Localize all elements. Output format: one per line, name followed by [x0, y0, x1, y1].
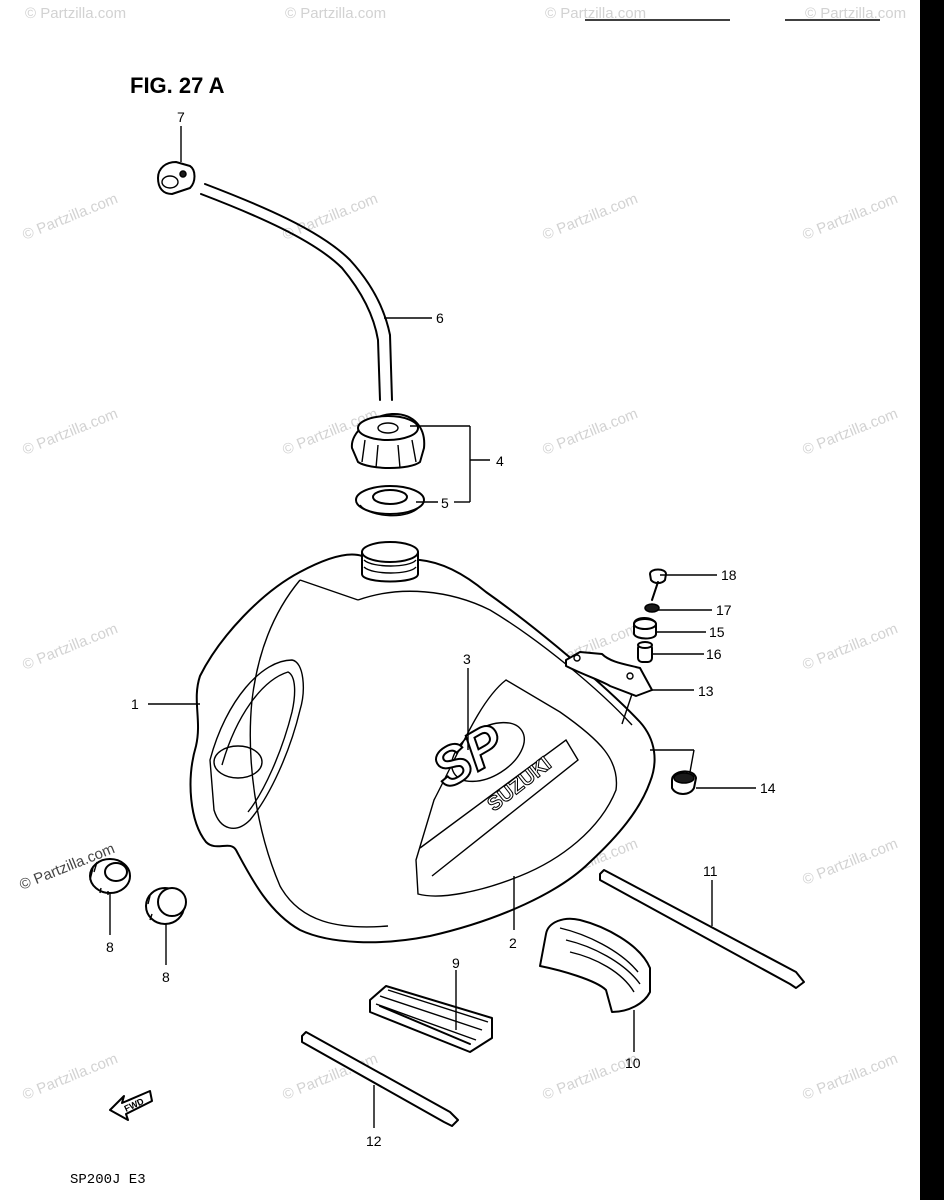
fwd-arrow-icon: FWD — [109, 1090, 153, 1121]
callout-5: 5 — [441, 495, 449, 511]
part-washer — [644, 603, 660, 613]
callout-8: 8 — [106, 939, 114, 955]
watermark: © Partzilla.com — [20, 1050, 120, 1104]
part-clamp — [157, 161, 196, 195]
watermark: © Partzilla.com — [540, 405, 640, 459]
watermark: © Partzilla.com — [800, 1050, 900, 1104]
callout-12: 12 — [366, 1133, 382, 1149]
tank-filler-neck — [361, 541, 419, 583]
callout-2: 2 — [509, 935, 517, 951]
callout-6: 6 — [436, 310, 444, 326]
callout-16: 16 — [706, 646, 722, 662]
part-collar — [637, 641, 653, 663]
leader-lines — [109, 126, 756, 1128]
edge-mark: 2 — [934, 625, 942, 641]
callout-10: 10 — [625, 1055, 641, 1071]
part-rubber-strips — [369, 985, 493, 1053]
part-cap-gasket — [355, 485, 425, 517]
callout-4: 4 — [496, 453, 504, 469]
watermark: © Partzilla.com — [20, 190, 120, 244]
part-fuel-cap — [350, 412, 426, 469]
watermark: © Partzilla.com — [285, 5, 386, 22]
watermark: © Partzilla.com — [20, 620, 120, 674]
callout-11: 11 — [703, 863, 718, 879]
watermark: © Partzilla.com — [800, 620, 900, 674]
callout-18: 18 — [721, 567, 737, 583]
callout-3: 3 — [463, 651, 471, 667]
callout-labels: 1 2 3 4 5 6 7 8 8 9 10 11 12 13 14 15 16… — [106, 109, 776, 1149]
part-cap-a — [89, 858, 131, 895]
callout-14: 14 — [760, 780, 776, 796]
part-fuel-tank — [189, 553, 656, 944]
watermark: © Partzilla.com — [800, 835, 900, 889]
model-code: SP200J E3 — [70, 1172, 146, 1188]
watermark: © Partzilla.com — [540, 190, 640, 244]
watermark-layer: © Partzilla.com © Partzilla.com © Partzi… — [17, 5, 906, 1104]
watermark: © Partzilla.com — [25, 5, 126, 22]
edge-mark: 4 — [934, 530, 942, 546]
callout-17: 17 — [716, 602, 732, 618]
watermark: © Partzilla.com — [545, 5, 646, 22]
part-bolt — [649, 568, 667, 601]
figure-title: FIG. 27 A — [130, 73, 225, 98]
watermark: © Partzilla.com — [20, 405, 120, 459]
part-breather-hose — [200, 183, 393, 401]
callout-8: 8 — [162, 969, 170, 985]
callout-13: 13 — [698, 683, 714, 699]
watermark: © Partzilla.com — [800, 190, 900, 244]
part-cable-tie — [599, 869, 805, 989]
callout-15: 15 — [709, 624, 725, 640]
part-cover — [539, 917, 651, 1013]
part-grommet — [671, 770, 697, 795]
part-cap-b — [145, 887, 187, 925]
callout-7: 7 — [177, 109, 185, 125]
edge-mark: 3 — [934, 574, 942, 590]
part-cable-tie — [301, 1031, 459, 1127]
callout-1: 1 — [131, 696, 139, 712]
right-border — [920, 0, 944, 1200]
callout-9: 9 — [452, 955, 460, 971]
part-cushion — [633, 617, 657, 640]
watermark: © Partzilla.com — [800, 405, 900, 459]
watermark: © Partzilla.com — [805, 5, 906, 22]
